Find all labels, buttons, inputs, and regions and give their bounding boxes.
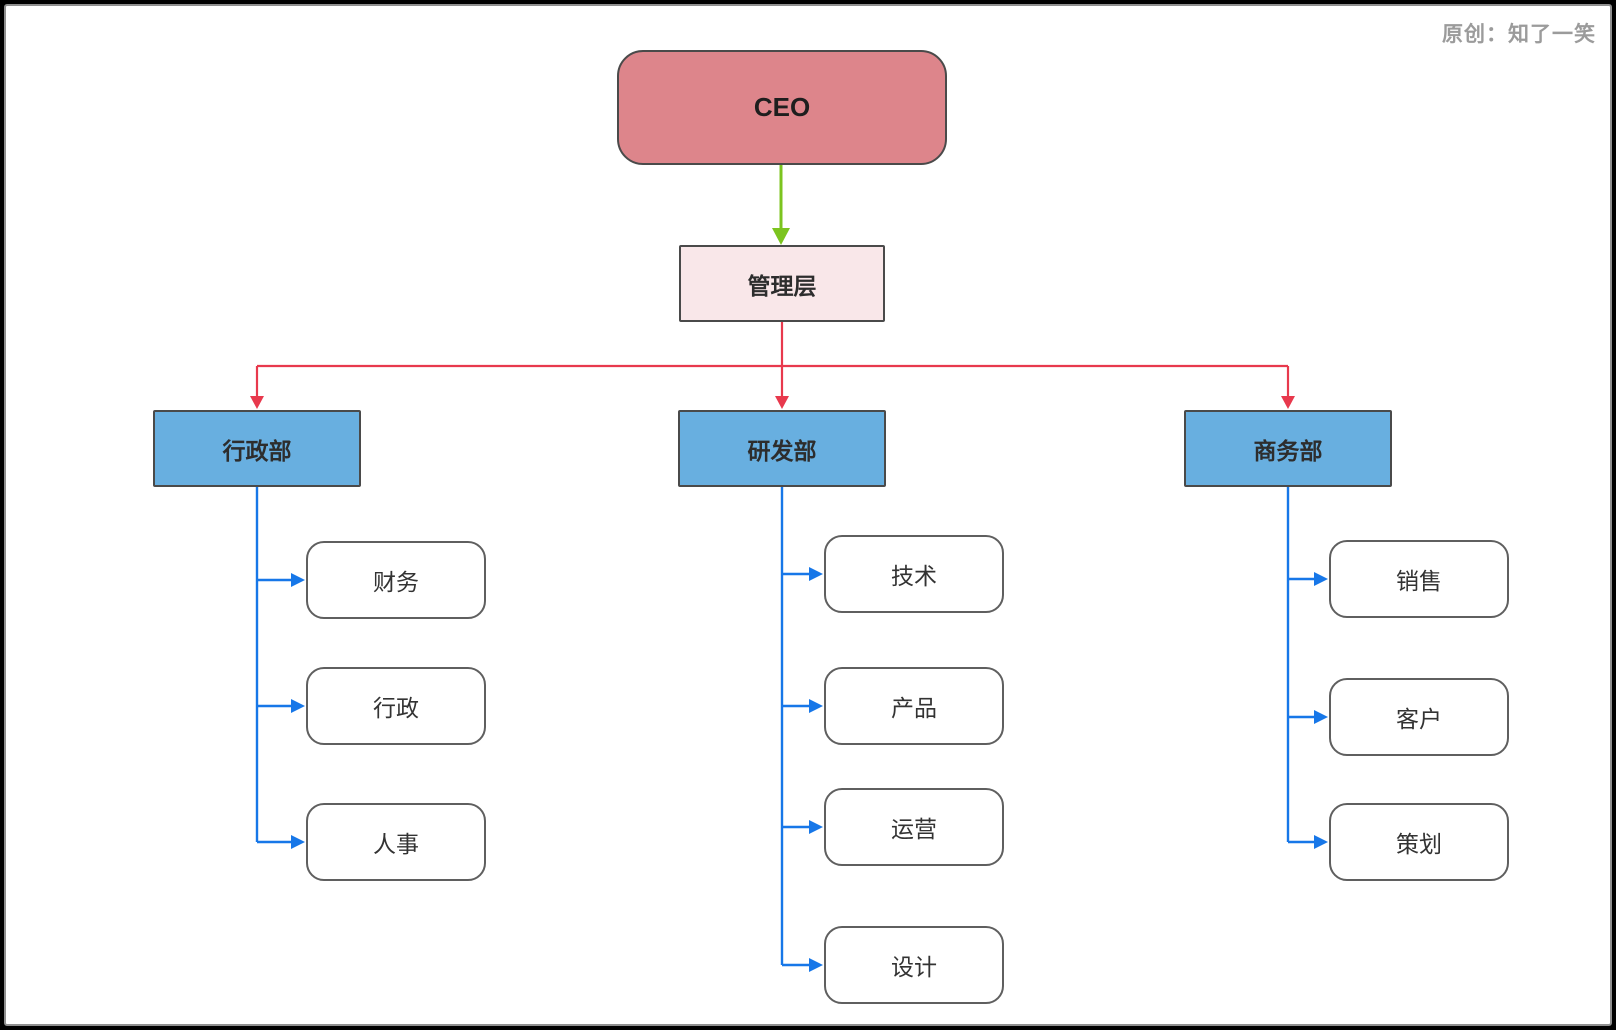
node-sub-customer-label: 客户	[1396, 706, 1442, 732]
connector-management-to-departments	[250, 322, 1295, 409]
connector-rnd-children	[780, 487, 823, 972]
node-sub-design: 设计	[824, 926, 1004, 1004]
arrow-ceo-to-management	[772, 165, 790, 245]
node-sub-hr: 人事	[306, 803, 486, 881]
node-ceo-label: CEO	[753, 92, 811, 122]
connector-business-children	[1286, 487, 1328, 849]
node-sub-technology: 技术	[824, 535, 1004, 613]
diagram-canvas: 原创：知了一笑	[4, 4, 1612, 1026]
connector-admin-children	[255, 487, 305, 849]
node-sub-sales-label: 销售	[1396, 568, 1442, 594]
node-ceo: CEO	[617, 50, 947, 165]
watermark-text: 原创：知了一笑	[1442, 23, 1596, 46]
node-dept-administration-label: 行政部	[222, 437, 292, 464]
node-sub-operations: 运营	[824, 788, 1004, 866]
node-sub-admin: 行政	[306, 667, 486, 745]
node-management-label: 管理层	[747, 272, 817, 299]
node-sub-finance-label: 财务	[373, 569, 419, 595]
node-sub-operations-label: 运营	[891, 816, 937, 842]
node-sub-planning: 策划	[1329, 803, 1509, 881]
node-sub-product-label: 产品	[891, 695, 937, 721]
node-dept-business: 商务部	[1184, 410, 1392, 487]
node-dept-administration: 行政部	[153, 410, 361, 487]
node-sub-product: 产品	[824, 667, 1004, 745]
node-sub-sales: 销售	[1329, 540, 1509, 618]
node-sub-customer: 客户	[1329, 678, 1509, 756]
node-sub-finance: 财务	[306, 541, 486, 619]
node-sub-hr-label: 人事	[373, 831, 419, 857]
node-sub-technology-label: 技术	[891, 563, 937, 589]
node-dept-rnd-label: 研发部	[747, 437, 817, 464]
node-dept-business-label: 商务部	[1253, 437, 1323, 464]
node-sub-design-label: 设计	[891, 954, 937, 980]
node-dept-rnd: 研发部	[678, 410, 886, 487]
node-management: 管理层	[679, 245, 885, 322]
node-sub-planning-label: 策划	[1396, 831, 1442, 857]
node-sub-admin-label: 行政	[373, 695, 419, 721]
